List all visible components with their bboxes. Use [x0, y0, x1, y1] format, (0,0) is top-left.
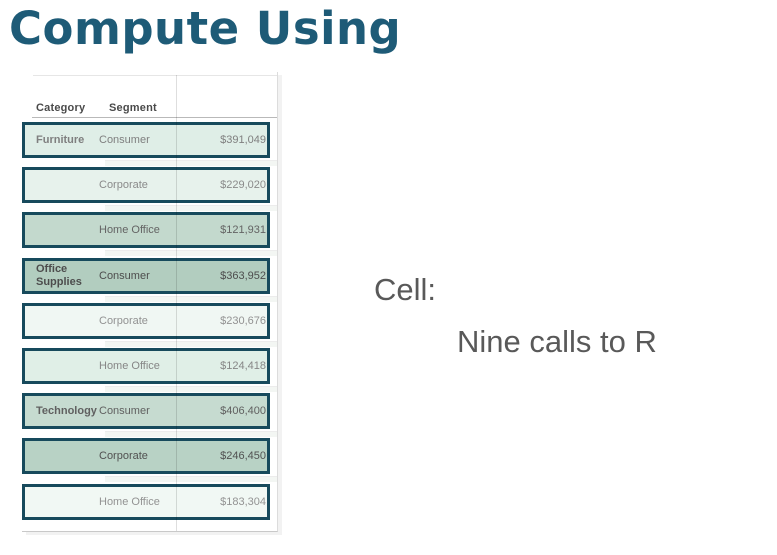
segment-cell: Home Office	[99, 224, 160, 236]
category-cell: Technology	[36, 404, 97, 417]
table-row: Furniture Consumer $391,049	[22, 122, 270, 158]
row-gap-line	[105, 431, 277, 437]
segment-cell: Corporate	[99, 450, 148, 462]
table-row: Home Office $121,931	[22, 212, 270, 248]
column-header-segment: Segment	[109, 102, 157, 114]
row-gap-line	[105, 341, 277, 347]
row-gap-line	[105, 386, 277, 392]
sales-value: $230,676	[220, 315, 266, 327]
category-cell: Office Supplies	[36, 263, 82, 288]
row-gap-line	[105, 296, 277, 302]
table-row: Home Office $124,418	[22, 348, 270, 384]
sales-value: $363,952	[220, 270, 266, 282]
segment-cell: Home Office	[99, 496, 160, 508]
column-divider	[176, 75, 177, 531]
highlight-table: Category Segment Furniture Consumer $391…	[22, 72, 278, 532]
segment-cell: Corporate	[99, 315, 148, 327]
segment-cell: Home Office	[99, 360, 160, 372]
table-row: Technology Consumer $406,400	[22, 393, 270, 429]
sales-value: $229,020	[220, 179, 266, 191]
header-divider	[32, 117, 277, 118]
annotation-text: Nine calls to R	[457, 324, 657, 359]
segment-cell: Corporate	[99, 179, 148, 191]
sales-value: $406,400	[220, 405, 266, 417]
segment-cell: Consumer	[99, 134, 150, 146]
annotation-label: Cell:	[374, 272, 437, 307]
sales-value: $183,304	[220, 496, 266, 508]
row-gap-line	[105, 250, 277, 256]
segment-cell: Consumer	[99, 270, 150, 282]
table-row: Office Supplies Consumer $363,952	[22, 258, 270, 294]
table-row: Corporate $229,020	[22, 167, 270, 203]
sales-value: $124,418	[220, 360, 266, 372]
table-top-divider	[33, 75, 277, 76]
table-row: Corporate $246,450	[22, 438, 270, 474]
sales-value: $121,931	[220, 224, 266, 236]
table-row: Home Office $183,304	[22, 484, 270, 520]
column-header-category: Category	[36, 102, 86, 114]
sales-value: $391,049	[220, 134, 266, 146]
row-gap-line	[105, 160, 277, 166]
row-gap-line	[105, 476, 277, 482]
row-gap-line	[105, 205, 277, 211]
category-cell: Furniture	[36, 133, 85, 146]
segment-cell: Consumer	[99, 405, 150, 417]
table-row: Corporate $230,676	[22, 303, 270, 339]
page-title: Compute Using	[9, 2, 402, 55]
sales-value: $246,450	[220, 450, 266, 462]
